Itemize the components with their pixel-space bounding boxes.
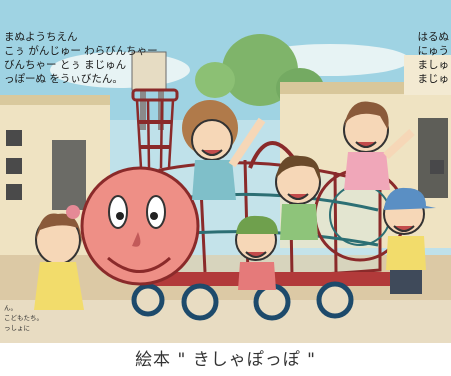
chimney-ring: [138, 120, 172, 124]
face-pupil: [150, 212, 158, 220]
face-eye-right: [146, 195, 166, 229]
child-curly-top: [182, 100, 266, 200]
child-pants: [390, 270, 422, 294]
wheel: [253, 283, 291, 321]
child-hair: [36, 213, 82, 244]
story-text-left: まぬようちえん こぅ がんじゅー わらびんちゃー びんちゃー とぅ まじゅん っ…: [4, 30, 158, 86]
tree: [195, 62, 235, 98]
child-cap: [236, 215, 278, 234]
chimney-ring: [139, 145, 171, 149]
child-shirt: [280, 204, 318, 240]
child-arm: [228, 117, 266, 168]
face-pupil: [116, 212, 124, 220]
child-mouth: [287, 193, 309, 200]
chimney-top: [131, 88, 179, 102]
child-arm: [383, 129, 415, 159]
illustration-svg: [0, 0, 451, 343]
kisha-poppo-illustration: [0, 0, 451, 343]
child-dress: [34, 262, 84, 310]
child-girl-left: [34, 205, 84, 310]
building-window: [6, 158, 22, 174]
chimney-bars: [135, 99, 175, 169]
child-hair: [276, 155, 321, 182]
building-tower: [404, 55, 451, 95]
story-line: にゅう: [417, 45, 450, 57]
story-text-right: はるぬ にゅう ましゅ まじゅ: [418, 30, 450, 86]
child-shirt: [192, 160, 236, 200]
story-line: っぽーぬ をうぃびたん。: [4, 73, 123, 85]
building-roof: [0, 95, 110, 105]
face-eye-left: [108, 195, 128, 229]
child-green-cap: [235, 215, 278, 290]
child-shirt: [238, 262, 276, 290]
water-tower: [131, 51, 167, 91]
hair-ribbon: [66, 205, 80, 219]
story-line: こぅ がんじゅー わらびんちゃー: [4, 45, 158, 57]
story-line: はるぬ: [417, 31, 450, 43]
child-mouth: [201, 149, 223, 156]
story-text-bottom-left: ん。 こどもたち。 っしょに: [4, 303, 43, 333]
story-line: っしょに: [4, 324, 30, 332]
child-cap: [384, 187, 436, 210]
child-shirt: [386, 236, 426, 270]
train-wheels: [131, 281, 354, 321]
child-blue-cap: [383, 187, 436, 294]
story-line: ん。: [4, 304, 17, 312]
wheel: [181, 283, 219, 321]
face-mouth: [107, 256, 172, 273]
child-shirt: [344, 152, 390, 190]
story-line: びんちゃー とぅ まじゅん: [4, 59, 127, 71]
child-mouth: [393, 225, 415, 232]
child-mouth: [355, 141, 377, 148]
water-tower-leg: [140, 90, 146, 130]
story-line: こどもたち。: [4, 314, 43, 322]
building-window: [6, 130, 22, 146]
story-line: まじゅ: [417, 73, 450, 85]
wheel: [131, 283, 165, 317]
building-window: [6, 184, 22, 200]
building-window: [430, 160, 444, 174]
child-girl-right-top: [343, 101, 415, 190]
child-middle: [275, 155, 321, 240]
child-hair: [344, 101, 389, 130]
locomotive-face: [80, 166, 200, 286]
story-line: ましゅ: [417, 59, 450, 71]
wheel: [316, 281, 354, 319]
building-door: [52, 140, 86, 210]
building-door: [418, 118, 448, 198]
book-caption: 絵本 " きしゃぽっぽ ": [135, 350, 316, 370]
face-nose: [132, 232, 141, 247]
child-mouth: [245, 251, 267, 258]
story-line: まぬようちえん: [4, 31, 78, 43]
